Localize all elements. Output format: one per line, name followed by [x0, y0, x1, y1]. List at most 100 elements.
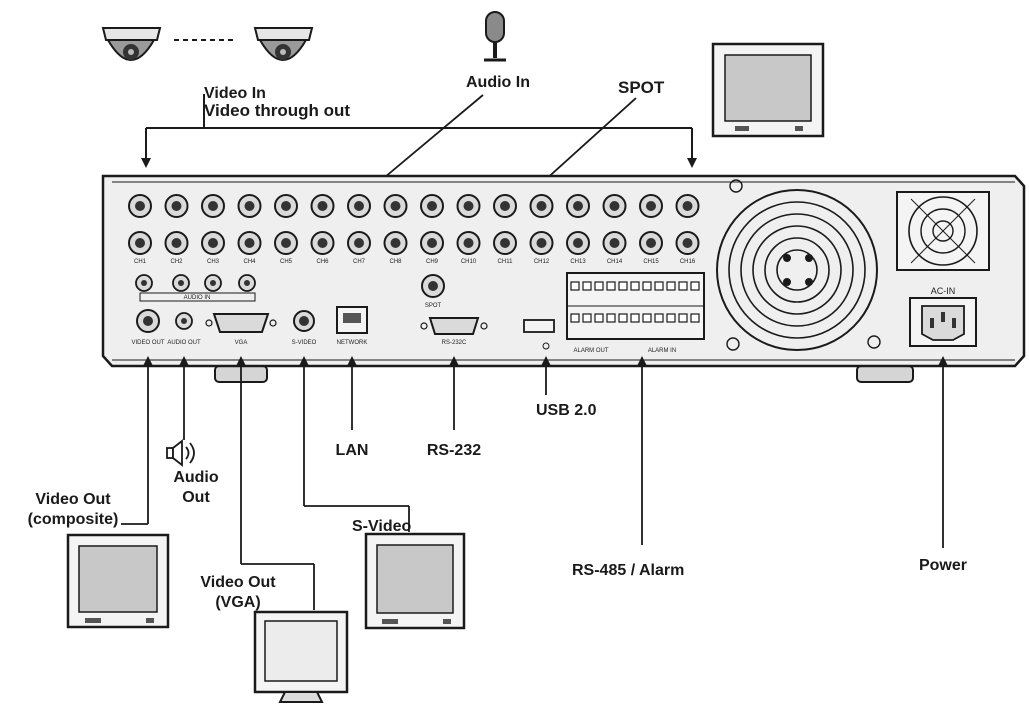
video-out-panel-label: VIDEO OUT [131, 340, 164, 346]
vga-connector [205, 313, 277, 333]
usb-port [523, 319, 555, 350]
video-out-vga-label-line2: (VGA) [215, 594, 261, 611]
bnc-connector [675, 231, 700, 255]
leader-arrowheads [143, 356, 948, 366]
video-out-composite-label-line2: (composite) [27, 511, 119, 528]
video-out-vga-label-line1: Video Out [200, 574, 276, 591]
bnc-connector [128, 231, 152, 255]
terminal-screw [654, 281, 664, 291]
s-video-panel-label: S-VIDEO [292, 340, 317, 346]
bnc-connector [529, 194, 554, 218]
bnc-connector [201, 194, 225, 218]
channel-label: CH14 [607, 259, 623, 265]
bnc-connector [602, 231, 627, 255]
network-port [336, 306, 368, 334]
terminal-screw [570, 281, 580, 291]
bnc-connector [420, 194, 444, 218]
bnc-connector [675, 194, 700, 218]
rs232-connector [420, 317, 488, 335]
audio-out-jack [175, 312, 193, 330]
channel-label: CH3 [207, 259, 220, 265]
s-video-monitor-icon [364, 532, 466, 630]
bnc-connector [128, 194, 152, 218]
video-through-out-connectors [128, 194, 700, 218]
bnc-connector [347, 231, 371, 255]
audio-in-panel-label: AUDIO IN [184, 295, 211, 301]
rs232c-panel-label: RS-232C [442, 340, 467, 346]
video-in-connectors [128, 231, 700, 255]
spot-monitor-icon [711, 42, 825, 138]
bnc-connector [529, 231, 554, 255]
channel-label: CH11 [498, 259, 514, 265]
bnc-connector [602, 194, 627, 218]
video-in-bracket [145, 94, 693, 160]
channel-label: CH1 [134, 259, 147, 265]
bnc-connector [566, 194, 590, 218]
bnc-connector [456, 231, 481, 255]
camera-icon [253, 27, 314, 61]
channel-label: CH16 [680, 259, 696, 265]
bnc-connector [164, 194, 189, 218]
terminal-screw [606, 313, 616, 323]
terminal-screw [582, 313, 592, 323]
terminal-screw [606, 281, 616, 291]
bnc-connector [639, 194, 663, 218]
bnc-connector [164, 231, 189, 255]
ac-in-panel-label: AC-IN [931, 286, 956, 296]
composite-monitor-icon [66, 533, 170, 629]
bnc-connector [420, 231, 444, 255]
video-through-out-label: Video through out [204, 101, 351, 120]
terminal-screw [630, 281, 640, 291]
channel-label: CH4 [243, 259, 256, 265]
fan-grille [716, 179, 881, 351]
terminal-screw [642, 281, 652, 291]
bnc-connector [274, 194, 298, 218]
speaker-icon [166, 439, 195, 467]
terminal-screw [618, 313, 628, 323]
terminal-screw [618, 281, 628, 291]
s-video-connector [293, 310, 315, 332]
terminal-screw [690, 281, 700, 291]
arrowhead-icon [141, 158, 151, 168]
channel-label: CH2 [170, 259, 183, 265]
terminal-screw [690, 313, 700, 323]
bnc-connector [639, 231, 663, 255]
terminal-screw [630, 313, 640, 323]
video-in-label: Video In [204, 85, 266, 102]
terminal-screw [666, 281, 676, 291]
vga-panel-label: VGA [235, 340, 248, 346]
power-label: Power [918, 557, 967, 574]
bnc-connector [383, 231, 408, 255]
terminal-screw [678, 313, 688, 323]
bnc-connector [383, 194, 408, 218]
terminal-screw [570, 313, 580, 323]
rs232-label: RS-232 [426, 442, 482, 459]
s-video-label: S-Video [352, 518, 412, 535]
alarm-terminal-block [566, 272, 705, 340]
bnc-connector [310, 231, 335, 255]
terminal-screw [654, 313, 664, 323]
terminal-screw [594, 281, 604, 291]
vga-monitor-icon [253, 610, 349, 703]
channel-label: CH7 [353, 259, 366, 265]
bnc-connector [274, 231, 298, 255]
bnc-connector [237, 231, 262, 255]
usb-label: USB 2.0 [536, 402, 597, 419]
channel-label: CH15 [643, 259, 659, 265]
bnc-connector [493, 194, 517, 218]
video-out-connector [136, 309, 160, 333]
video-out-composite-label-line1: Video Out [35, 491, 111, 508]
alarm-out-panel-label: ALARM OUT [573, 348, 608, 354]
bnc-connector [566, 231, 590, 255]
alarm-in-panel-label: ALARM IN [648, 348, 676, 354]
psu-fan [896, 191, 990, 271]
dvr-rear-panel [101, 174, 1026, 383]
channel-label: CH6 [316, 259, 329, 265]
terminal-screw [678, 281, 688, 291]
channel-label: CH8 [389, 259, 402, 265]
network-panel-label: NETWORK [337, 340, 368, 346]
audio-in-jacks [135, 274, 256, 302]
channel-label: CH9 [426, 259, 439, 265]
